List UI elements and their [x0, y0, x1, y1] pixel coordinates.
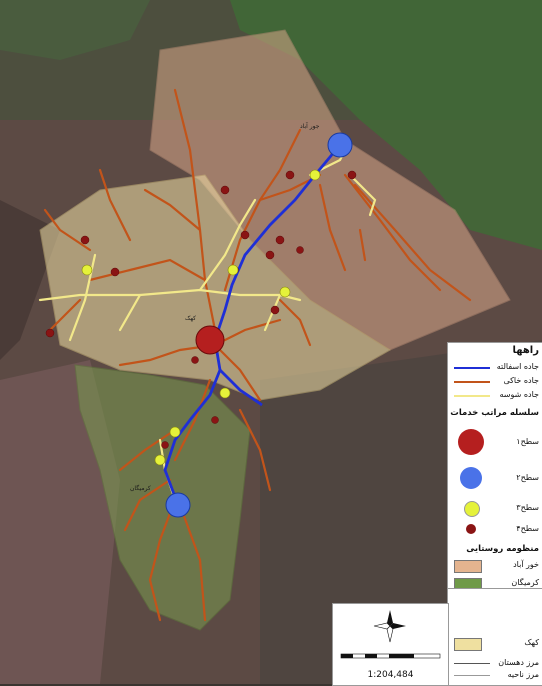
services-title-text: سلسله مراتب خدمات	[450, 408, 539, 418]
region3-swatch	[454, 638, 482, 651]
legend-row-asphalt: جاده اسفالته	[448, 361, 542, 374]
legend-row-level2: سطح۲	[448, 467, 542, 493]
level1-circle-icon	[458, 429, 484, 455]
region-kermigan	[74, 364, 251, 631]
legend-level1-label: سطح۱	[516, 437, 539, 446]
scale-ratio: 1:204,484	[367, 670, 414, 680]
label-south-village: کرمیگان	[130, 484, 151, 492]
legend-row-boundary2: مرز ناحیه	[448, 669, 542, 682]
legend-boundary1-label: مرز دهستان	[498, 658, 539, 667]
scale-box: 1:204,484	[332, 603, 449, 686]
legend-roads-title: راهها	[512, 345, 539, 356]
legend-region2-label: کرمیگان	[511, 578, 539, 587]
asphalt-road-branch	[219, 369, 263, 407]
settlement-level1-center	[195, 325, 225, 355]
legend-asphalt-label: جاده اسفالته	[496, 362, 539, 371]
legend-row-region3: کهک	[448, 637, 542, 651]
legend-row-boundary1: مرز دهستان	[448, 657, 542, 670]
level3-circle-icon	[464, 501, 480, 517]
vegetation-area-ne	[230, 0, 542, 250]
legend-row-level4: سطح۴	[448, 523, 542, 539]
legend-region3-label: کهک	[524, 638, 539, 647]
label-center-village: کهک	[185, 315, 196, 322]
dirt-line-swatch	[454, 381, 490, 383]
legend-row-level1: سطح۱	[448, 429, 542, 459]
boundary2-line-swatch	[454, 675, 490, 676]
label-north-village: جور آباد	[300, 121, 320, 130]
region1-swatch	[454, 560, 482, 573]
settlement-level2-north	[327, 132, 353, 158]
settlements-level3	[81, 169, 321, 466]
legend-region1-label: خور آباد	[513, 560, 539, 569]
level2-circle-icon	[460, 467, 482, 489]
legend-level2-label: سطح۲	[516, 473, 539, 482]
north-arrow-and-scalebar	[340, 610, 441, 659]
regions-title-text: منظومه روستایی	[466, 544, 539, 554]
level4-circle-icon	[466, 524, 476, 534]
region-kahak	[39, 174, 391, 401]
legend-level3-label: سطح۳	[516, 503, 539, 512]
legend-panel-lower: کهک مرز دهستان مرز ناحیه	[447, 588, 542, 686]
legend-row-level3: سطح۳	[448, 501, 542, 519]
dirt-roads	[43, 88, 472, 622]
legend-dirt-label: جاده خاکی	[503, 376, 539, 385]
asphalt-line-swatch	[454, 367, 490, 369]
legend-row-gravel: جاده شوسه	[448, 389, 542, 402]
legend-boundary2-label: مرز ناحیه	[507, 670, 539, 679]
scale-bar-icon	[340, 653, 441, 659]
north-arrow-icon	[373, 610, 406, 643]
legend-regions-title: منظومه روستایی	[448, 543, 542, 556]
vegetation-area-nw	[0, 0, 150, 60]
settlement-level2-south	[165, 492, 191, 518]
legend-gravel-label: جاده شوسه	[499, 390, 539, 399]
gravel-line-swatch	[454, 395, 490, 397]
legend-row-dirt: جاده خاکی	[448, 375, 542, 388]
legend-level4-label: سطح۴	[516, 524, 539, 533]
gravel-roads	[38, 148, 377, 502]
legend-row-region1: خور آباد	[448, 559, 542, 573]
boundary1-line-swatch	[454, 663, 490, 664]
legend-panel: راهها جاده اسفالته جاده خاکی جاده شوسه س…	[447, 342, 542, 599]
legend-services-title: سلسله مراتب خدمات	[448, 407, 542, 420]
settlements-level4	[45, 170, 357, 449]
